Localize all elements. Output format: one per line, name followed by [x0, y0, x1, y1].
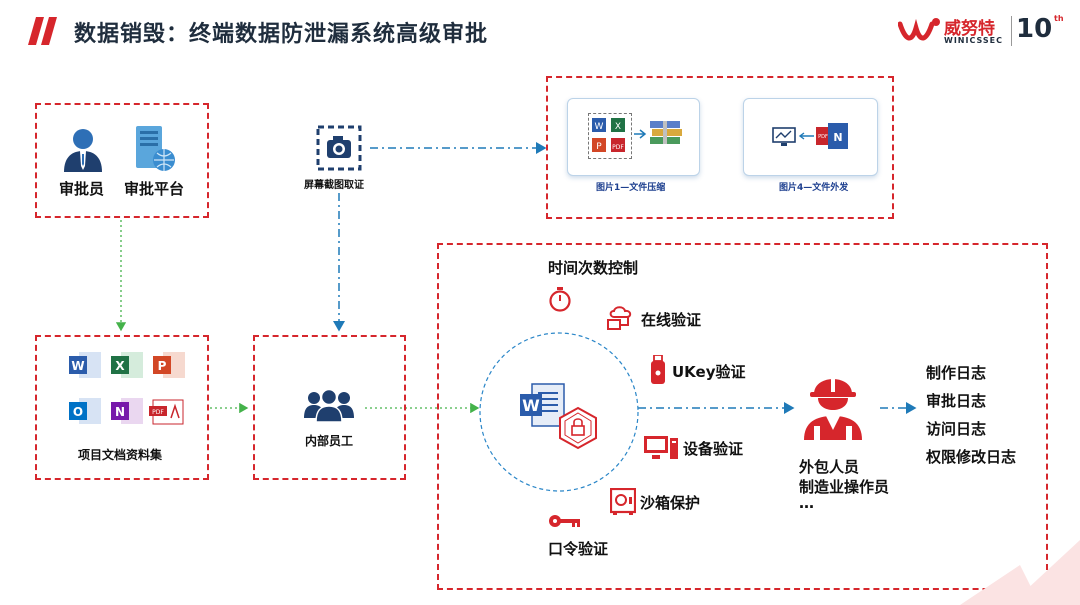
- svg-text:N: N: [833, 131, 842, 144]
- onenote-icon: N: [111, 398, 143, 424]
- brand-wave-icon: [898, 18, 940, 41]
- camera-icon: [316, 125, 362, 171]
- safe-icon: [610, 488, 636, 516]
- evidence-caption-compress: 图片1—文件压缩: [596, 183, 666, 193]
- outlook-icon: O: [69, 398, 101, 424]
- corner-decoration: [960, 540, 1080, 605]
- svg-text:X: X: [615, 122, 621, 132]
- svg-text:O: O: [73, 405, 83, 419]
- docs-label: 项目文档资料集: [78, 448, 163, 462]
- device-verify-label: 设备验证: [683, 440, 744, 458]
- svg-text:X: X: [115, 359, 125, 373]
- log-item-permission: 权限修改日志: [926, 448, 1017, 466]
- protected-doc-circle: [479, 332, 639, 492]
- arrow-left-icon: [798, 132, 814, 140]
- protected-word-doc-icon: W: [518, 380, 600, 458]
- svg-text:P: P: [596, 142, 602, 152]
- monitor-icon: [772, 127, 796, 146]
- svg-text:N: N: [115, 405, 125, 419]
- word-icon: W: [69, 352, 101, 378]
- archive-icon: [650, 121, 682, 144]
- arrow-right-icon: [634, 129, 647, 139]
- office-files-group: W X P PDF: [588, 113, 632, 159]
- svg-text:PDF: PDF: [818, 134, 828, 140]
- controls-box: [437, 243, 1048, 590]
- send-files-icon: PDF N: [816, 123, 848, 149]
- docs-box: [35, 335, 209, 480]
- svg-text:P: P: [158, 359, 167, 373]
- sandbox-label: 沙箱保护: [640, 494, 701, 512]
- password-verify-label: 口令验证: [548, 540, 609, 558]
- svg-text:W: W: [595, 122, 604, 132]
- online-verify-label: 在线验证: [641, 311, 702, 329]
- evidence-card-compress: W X P PDF 图片1—文件压缩: [567, 98, 700, 193]
- server-icon: [130, 124, 178, 174]
- outsider-line3: …: [799, 494, 814, 512]
- device-icon: [643, 435, 679, 461]
- brand-divider: [1011, 16, 1012, 46]
- powerpoint-icon: P: [153, 352, 185, 378]
- log-item-access: 访问日志: [926, 420, 987, 438]
- key-icon: [548, 513, 582, 529]
- page-title: 数据销毁：终端数据防泄漏系统高级审批: [74, 22, 489, 47]
- svg-text:PDF: PDF: [152, 409, 164, 416]
- svg-text:W: W: [522, 396, 540, 415]
- approval-box: [35, 103, 209, 218]
- excel-icon: X: [111, 352, 143, 378]
- stopwatch-icon: [548, 286, 572, 312]
- anniversary-number: 10: [1016, 14, 1053, 44]
- evidence-box: [546, 76, 894, 219]
- brand-logo: 威努特 WINICSSEC 10 th: [898, 14, 1068, 50]
- approval-platform-label: 审批平台: [124, 180, 185, 198]
- log-item-approval: 审批日志: [926, 392, 987, 410]
- staff-box: [253, 335, 406, 480]
- worker-icon: [800, 368, 866, 440]
- screenshot-label: 屏幕截图取证: [304, 180, 364, 191]
- outsider-line1: 外包人员: [799, 458, 860, 476]
- cloud-network-icon: [606, 305, 636, 333]
- staff-label: 内部员工: [305, 434, 354, 448]
- ukey-verify-label: UKey验证: [672, 363, 746, 381]
- log-item-make: 制作日志: [926, 364, 987, 382]
- brand-sub: WINICSSEC: [944, 36, 1003, 45]
- group-icon: [302, 388, 356, 422]
- office-icons-grid: W X P O N PDF: [65, 352, 189, 428]
- brand-name: 威努特: [944, 19, 995, 39]
- header-accent-logo: [28, 15, 62, 47]
- outsider-line2: 制造业操作员: [799, 478, 890, 496]
- approver-label: 审批员: [59, 180, 105, 198]
- svg-text:W: W: [71, 359, 84, 373]
- person-icon: [60, 126, 106, 172]
- evidence-card-send: PDF N 图片4—文件外发: [743, 98, 878, 193]
- pdf-icon: PDF: [149, 399, 184, 425]
- evidence-caption-send: 图片4—文件外发: [779, 183, 849, 193]
- time-control-label: 时间次数控制: [548, 259, 639, 277]
- anniversary-suffix: th: [1054, 14, 1064, 23]
- svg-text:PDF: PDF: [612, 144, 624, 151]
- ukey-icon: [650, 355, 666, 385]
